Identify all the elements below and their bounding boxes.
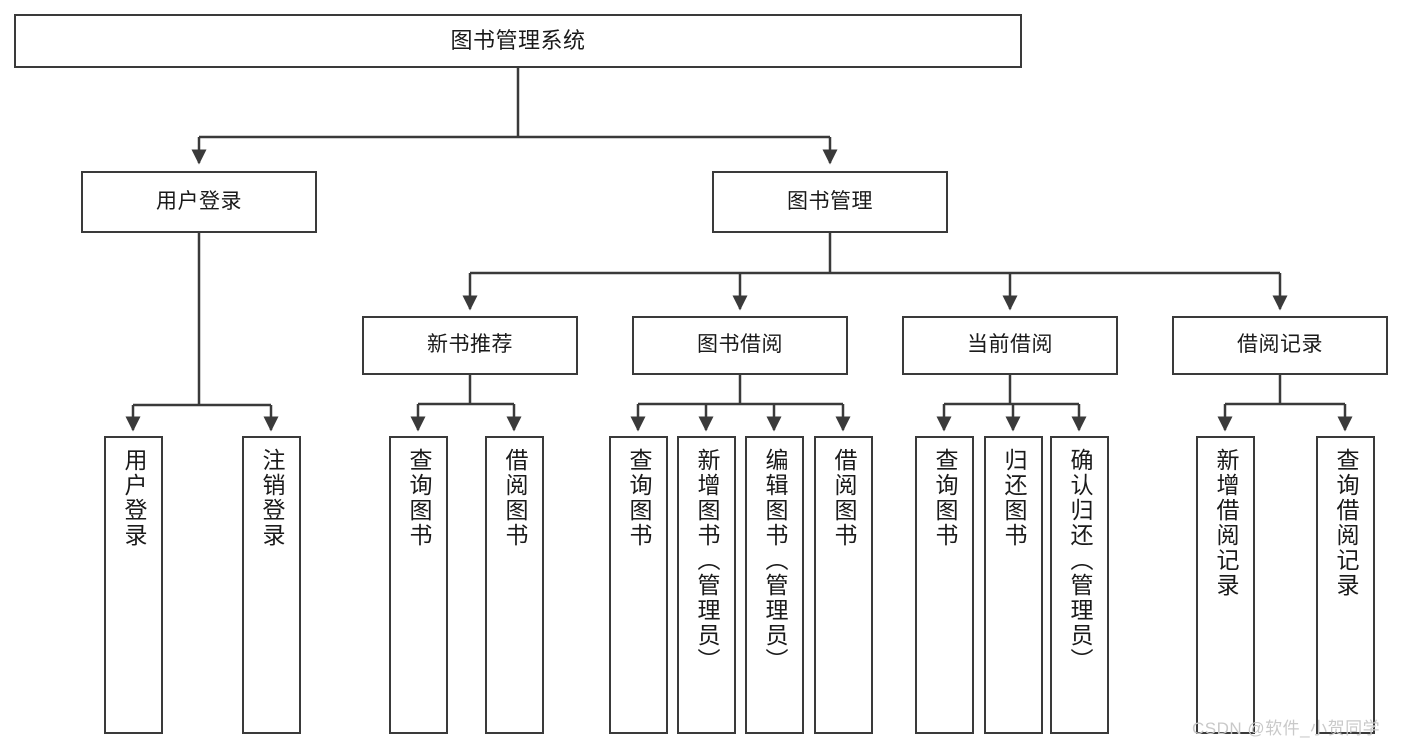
watermark-text: CSDN @软件_小贺同学 [1192, 719, 1381, 738]
leaf-current-query-book[interactable]: 查询图书 [915, 436, 974, 734]
leaf-new-book-query[interactable]: 查询图书 [389, 436, 448, 734]
leaf-record-query-borrow-record[interactable]: 查询借阅记录 [1316, 436, 1375, 734]
node-label: 查询图书 [932, 448, 958, 548]
node-label: 当前借阅 [967, 333, 1053, 357]
leaf-current-confirm-return-admin[interactable]: 确认归还（管理员） [1050, 436, 1109, 734]
node-label: 查询图书 [406, 448, 432, 548]
node-label: 图书管理 [787, 189, 873, 213]
leaf-record-add-borrow-record[interactable]: 新增借阅记录 [1196, 436, 1255, 734]
node-label: 查询借阅记录 [1333, 448, 1359, 598]
node-current-borrow[interactable]: 当前借阅 [902, 316, 1118, 375]
node-label: 新增借阅记录 [1213, 448, 1239, 598]
node-label: 注销登录 [259, 448, 285, 548]
node-label: 借阅图书 [502, 448, 528, 548]
leaf-borrow-borrow-book[interactable]: 借阅图书 [814, 436, 873, 734]
node-new-book-recommend[interactable]: 新书推荐 [362, 316, 578, 375]
node-root-system[interactable]: 图书管理系统 [14, 14, 1022, 68]
node-book-borrow[interactable]: 图书借阅 [632, 316, 848, 375]
node-label: 新书推荐 [427, 333, 513, 357]
node-label: 归还图书 [1001, 448, 1027, 548]
node-user-login[interactable]: 用户登录 [81, 171, 317, 233]
node-label: 查询图书 [626, 448, 652, 548]
node-label: 图书借阅 [697, 333, 783, 357]
leaf-new-book-borrow[interactable]: 借阅图书 [485, 436, 544, 734]
node-label: 借阅图书 [831, 448, 857, 548]
node-label: 用户登录 [156, 189, 242, 213]
leaf-user-login-signout[interactable]: 注销登录 [242, 436, 301, 734]
node-borrow-record[interactable]: 借阅记录 [1172, 316, 1388, 375]
node-label: 新增图书（管理员） [694, 448, 720, 673]
node-label: 确认归还（管理员） [1067, 448, 1093, 673]
node-book-management[interactable]: 图书管理 [712, 171, 948, 233]
node-label: 图书管理系统 [450, 28, 586, 54]
node-label: 借阅记录 [1237, 333, 1323, 357]
leaf-borrow-query-book[interactable]: 查询图书 [609, 436, 668, 734]
leaf-current-return-book[interactable]: 归还图书 [984, 436, 1043, 734]
leaf-borrow-add-book-admin[interactable]: 新增图书（管理员） [677, 436, 736, 734]
leaf-borrow-edit-book-admin[interactable]: 编辑图书（管理员） [745, 436, 804, 734]
leaf-user-login-signin[interactable]: 用户登录 [104, 436, 163, 734]
node-label: 编辑图书（管理员） [762, 448, 788, 673]
node-label: 用户登录 [121, 448, 147, 548]
